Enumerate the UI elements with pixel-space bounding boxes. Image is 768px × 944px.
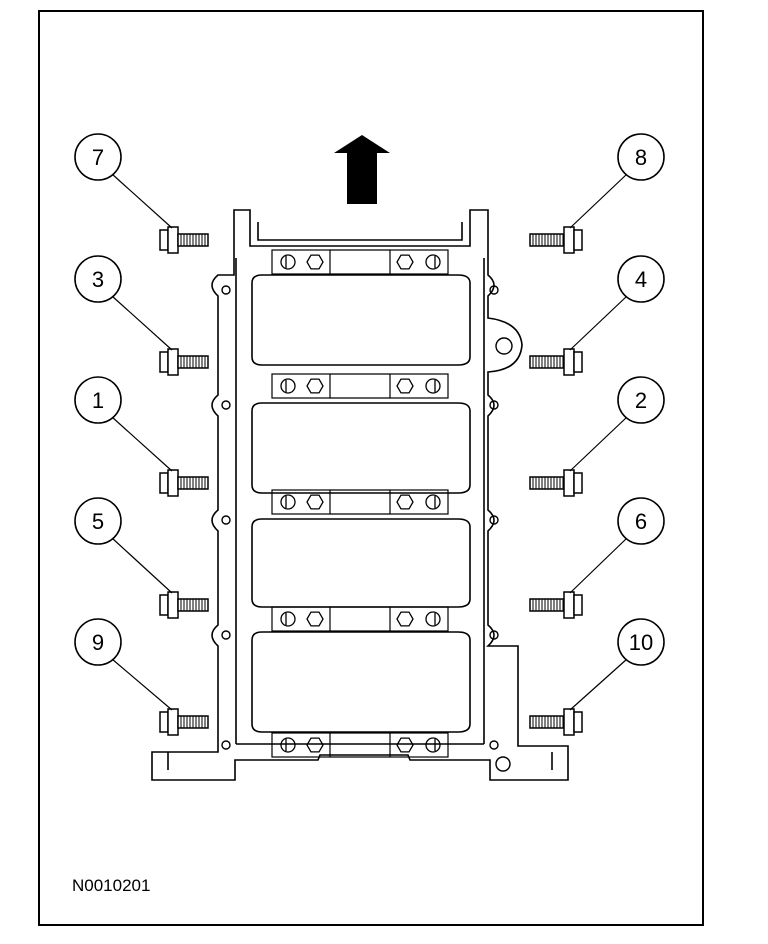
cap-bolt-row xyxy=(271,249,449,275)
hex-bolt-head-icon xyxy=(396,737,414,753)
up-arrow-icon xyxy=(334,135,390,204)
callout-number: 5 xyxy=(92,509,104,534)
hex-bolt-head-icon xyxy=(306,378,324,394)
dowel-icon xyxy=(280,494,296,510)
bearing-cap xyxy=(251,274,471,366)
callout-number: 2 xyxy=(635,388,647,413)
flange-bolt xyxy=(529,469,583,497)
callout-number: 1 xyxy=(92,388,104,413)
bolts xyxy=(159,226,583,736)
bolt-callout-6: 6 xyxy=(569,497,665,594)
flange-bolt xyxy=(159,591,209,619)
flange-bolt xyxy=(159,348,209,376)
callout-number: 3 xyxy=(92,267,104,292)
callout-number: 10 xyxy=(629,630,653,655)
bolt-callout-8: 8 xyxy=(569,133,665,229)
bolt-callout-1: 1 xyxy=(74,376,173,472)
callout-number: 4 xyxy=(635,267,647,292)
flange-bolt xyxy=(529,591,583,619)
flange-bolt xyxy=(159,469,209,497)
callout-number: 6 xyxy=(635,509,647,534)
bolt-callout-9: 9 xyxy=(74,618,173,711)
flange-bolt xyxy=(159,226,209,254)
hex-bolt-head-icon xyxy=(306,494,324,510)
hex-bolt-head-icon xyxy=(306,611,324,627)
flange-bolt xyxy=(529,348,583,376)
dowel-icon xyxy=(425,378,441,394)
hex-bolt-head-icon xyxy=(306,254,324,270)
dowel-icon xyxy=(425,737,441,753)
callout-number: 9 xyxy=(92,630,104,655)
callout-number: 7 xyxy=(92,145,104,170)
flange-holes xyxy=(221,285,513,772)
dowel-icon xyxy=(280,611,296,627)
bearing-cap xyxy=(251,402,471,494)
bearing-cap xyxy=(251,631,471,733)
bearing-cap xyxy=(251,518,471,608)
dowel-icon xyxy=(280,737,296,753)
diagram-frame xyxy=(38,10,704,926)
dowel-icon xyxy=(425,494,441,510)
callout-number: 8 xyxy=(635,145,647,170)
hex-bolt-head-icon xyxy=(396,611,414,627)
cap-bolt-row xyxy=(271,732,449,758)
bearing-caps xyxy=(251,249,471,758)
bolt-callout-5: 5 xyxy=(74,497,173,594)
flange-bolt xyxy=(529,708,583,736)
bolt-callout-3: 3 xyxy=(74,255,173,351)
bedplate-outline xyxy=(151,209,569,781)
hex-bolt-head-icon xyxy=(306,737,324,753)
hex-bolt-head-icon xyxy=(396,494,414,510)
hex-bolt-head-icon xyxy=(396,254,414,270)
hex-bolt-head-icon xyxy=(396,378,414,394)
callouts: 7 8 3 4 1 2 5 6 9 10 xyxy=(74,133,665,711)
dowel-icon xyxy=(425,254,441,270)
dowel-icon xyxy=(425,611,441,627)
cap-bolt-row xyxy=(271,489,449,515)
figure-code: N0010201 xyxy=(72,876,151,895)
cap-bolt-row xyxy=(271,373,449,399)
bolt-callout-4: 4 xyxy=(569,255,665,351)
bolt-callout-2: 2 xyxy=(569,376,665,472)
dowel-icon xyxy=(280,378,296,394)
dowel-icon xyxy=(280,254,296,270)
flange-bolt xyxy=(529,226,583,254)
bolt-callout-10: 10 xyxy=(569,618,665,711)
bolt-callout-7: 7 xyxy=(74,133,173,229)
flange-bolt xyxy=(159,708,209,736)
cap-bolt-row xyxy=(271,606,449,632)
